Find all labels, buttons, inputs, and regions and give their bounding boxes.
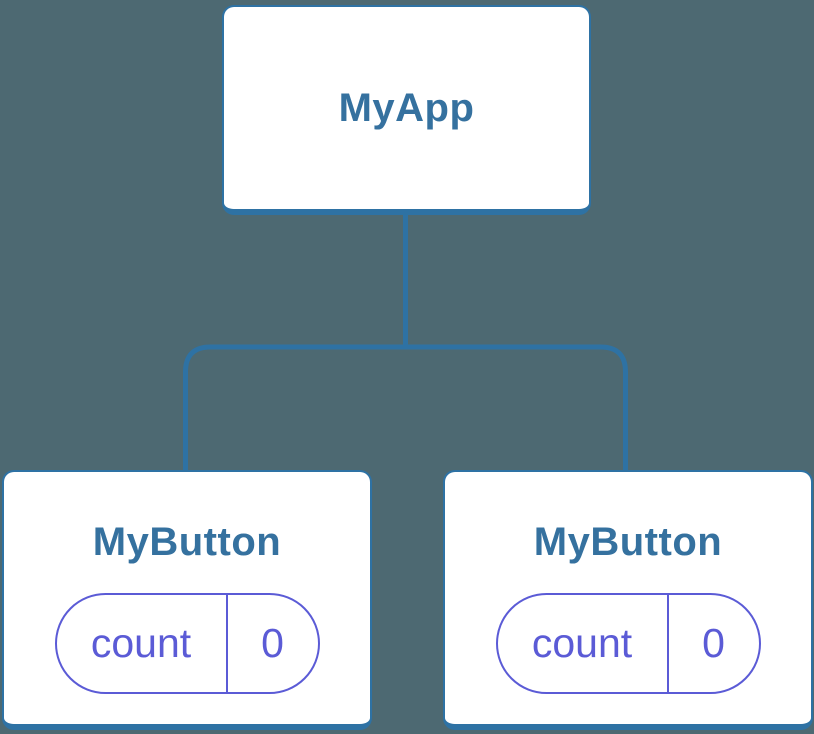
child-component-title: MyButton xyxy=(92,520,282,564)
root-component-node: MyApp xyxy=(222,5,591,215)
state-label: count xyxy=(531,620,633,666)
state-pill: count 0 xyxy=(495,593,761,694)
state-value: 0 xyxy=(225,595,318,692)
state-value: 0 xyxy=(666,595,759,692)
child-component-node-right: MyButton count 0 xyxy=(443,470,813,730)
child-component-node-left: MyButton count 0 xyxy=(2,470,372,730)
child-component-title: MyButton xyxy=(533,520,723,564)
root-component-title: MyApp xyxy=(338,86,475,130)
branch-bracket-line xyxy=(183,344,628,472)
state-label: count xyxy=(90,620,192,666)
state-pill: count 0 xyxy=(54,593,320,694)
